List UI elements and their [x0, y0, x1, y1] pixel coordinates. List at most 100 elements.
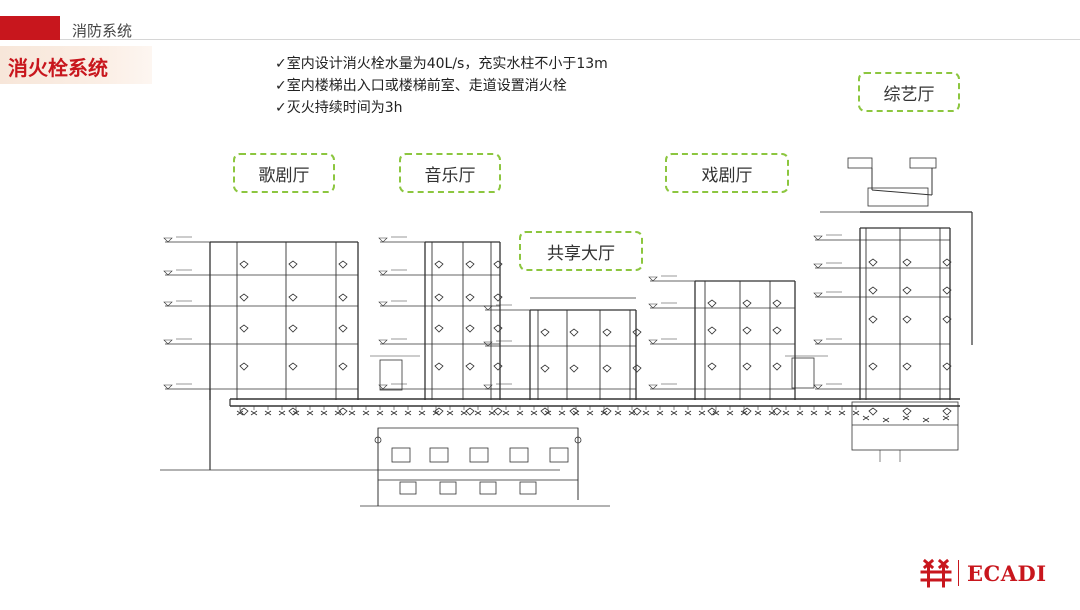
hydrant-icon — [338, 362, 348, 371]
hydrant-icon — [288, 293, 298, 302]
level-mark-icon — [483, 341, 493, 347]
level-mark-icon — [648, 339, 658, 345]
pump-box — [391, 447, 411, 463]
hydrant-icon — [338, 260, 348, 269]
hydrant-icon — [707, 326, 717, 335]
hydrant-icon — [902, 407, 912, 416]
valve-icon — [390, 410, 398, 416]
valve-icon — [656, 410, 664, 416]
company-logo: ECADI — [920, 558, 1047, 588]
hydrant-icon — [434, 324, 444, 333]
hydrant-icon — [942, 258, 952, 267]
hydrant-icon — [569, 407, 579, 416]
valve-icon — [754, 410, 762, 416]
hydrant-icon — [239, 407, 249, 416]
pump-box — [509, 447, 529, 463]
hydrant-icon — [493, 362, 503, 371]
section-label: 消防系统 — [72, 22, 133, 40]
hydrant-icon — [868, 315, 878, 324]
hydrant-icon — [942, 407, 952, 416]
hydrant-icon — [868, 286, 878, 295]
valve-icon — [362, 410, 370, 416]
valve-icon — [586, 410, 594, 416]
level-mark-icon — [483, 305, 493, 311]
valve-assembly-box — [851, 401, 959, 451]
level-mark-icon — [813, 339, 823, 345]
hydrant-icon — [942, 315, 952, 324]
pump-room-box — [377, 427, 579, 481]
valve-icon — [942, 415, 950, 421]
header-divider — [60, 39, 1080, 40]
valve-icon — [810, 410, 818, 416]
level-mark-icon — [648, 276, 658, 282]
hydrant-icon — [239, 260, 249, 269]
valve-icon — [418, 410, 426, 416]
hydrant-icon — [338, 324, 348, 333]
hydrant-icon — [942, 286, 952, 295]
hydrant-icon — [772, 299, 782, 308]
valve-icon — [460, 410, 468, 416]
valve-icon — [474, 410, 482, 416]
hydrant-icon — [742, 326, 752, 335]
valve-icon — [432, 410, 440, 416]
valve-icon — [642, 410, 650, 416]
hydrant-icon — [434, 293, 444, 302]
valve-icon — [376, 410, 384, 416]
tag-shared-lobby: 共享大厅 — [519, 231, 643, 271]
level-mark-icon — [648, 303, 658, 309]
level-mark-icon — [813, 384, 823, 390]
header-accent-bar — [0, 16, 60, 40]
valve-icon — [320, 410, 328, 416]
valve-icon — [516, 410, 524, 416]
hydrant-icon — [465, 324, 475, 333]
hydrant-icon — [742, 362, 752, 371]
level-mark-icon — [813, 292, 823, 298]
hydrant-icon — [902, 286, 912, 295]
hydrant-icon — [239, 324, 249, 333]
gauge-icon — [574, 436, 582, 444]
hydrant-icon — [868, 407, 878, 416]
hydrant-icon — [288, 407, 298, 416]
pipe-line — [871, 189, 933, 196]
hydrant-icon — [338, 293, 348, 302]
hydrant-icon — [239, 293, 249, 302]
hydrant-icon — [569, 328, 579, 337]
valve-icon — [684, 410, 692, 416]
bullet-list: ✓室内设计消火栓水量为40L/s，充实水柱不小于13m ✓室内楼梯出入口或楼梯前… — [275, 53, 608, 119]
logo-divider — [958, 560, 959, 586]
logo-text: ECADI — [967, 560, 1047, 586]
equipment-box — [847, 157, 873, 169]
level-mark-icon — [163, 270, 173, 276]
level-mark-icon — [813, 235, 823, 241]
hydrant-icon — [493, 293, 503, 302]
hydrant-icon — [772, 326, 782, 335]
level-mark-icon — [163, 301, 173, 307]
hydrant-icon — [632, 407, 642, 416]
level-mark-icon — [378, 301, 388, 307]
valve-icon — [334, 410, 342, 416]
hydrant-icon — [288, 362, 298, 371]
hydrant-icon — [602, 328, 612, 337]
valve-icon — [348, 410, 356, 416]
hydrant-icon — [942, 362, 952, 371]
pump-box — [549, 447, 569, 463]
hydrant-icon — [742, 299, 752, 308]
valve-icon — [264, 410, 272, 416]
valve-icon — [838, 410, 846, 416]
level-mark-icon — [378, 384, 388, 390]
valve-icon — [250, 410, 258, 416]
valve-icon — [600, 410, 608, 416]
bullet-item: ✓室内设计消火栓水量为40L/s，充实水柱不小于13m — [275, 56, 608, 72]
hydrant-icon — [239, 362, 249, 371]
hydrant-icon — [540, 407, 550, 416]
valve-icon — [544, 410, 552, 416]
ecadi-emblem-icon — [920, 558, 952, 588]
level-mark-icon — [378, 270, 388, 276]
pump-box — [439, 481, 457, 495]
hydrant-icon — [868, 258, 878, 267]
pump-box — [399, 481, 417, 495]
hydrant-icon — [707, 407, 717, 416]
valve-icon — [488, 410, 496, 416]
valve-icon — [670, 410, 678, 416]
